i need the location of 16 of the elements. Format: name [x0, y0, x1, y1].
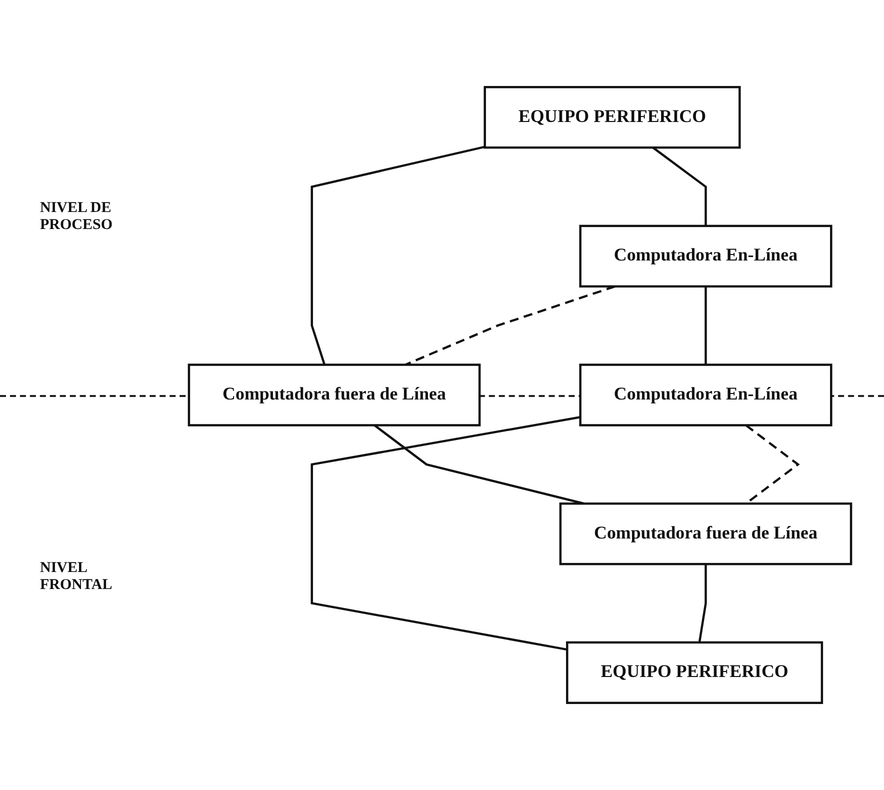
connector — [310, 146, 486, 366]
connector — [704, 286, 707, 365]
connector — [404, 285, 616, 366]
node-box: EQUIPO PERIFERICO — [566, 641, 824, 704]
node-box: Computadora fuera de Línea — [188, 364, 481, 426]
connector — [652, 146, 707, 226]
connector — [745, 424, 800, 504]
node-box: Computadora En-Línea — [579, 364, 832, 426]
node-box: Computadora En-Línea — [579, 224, 832, 288]
connector — [374, 424, 584, 505]
connector — [310, 416, 581, 651]
node-box: Computadora fuera de Línea — [559, 502, 852, 566]
connector — [698, 564, 707, 643]
level-label: NIVEL DE PROCESO — [40, 200, 114, 234]
level-label: NIVEL FRONTAL — [40, 560, 114, 594]
node-box: EQUIPO PERIFERICO — [484, 86, 741, 149]
